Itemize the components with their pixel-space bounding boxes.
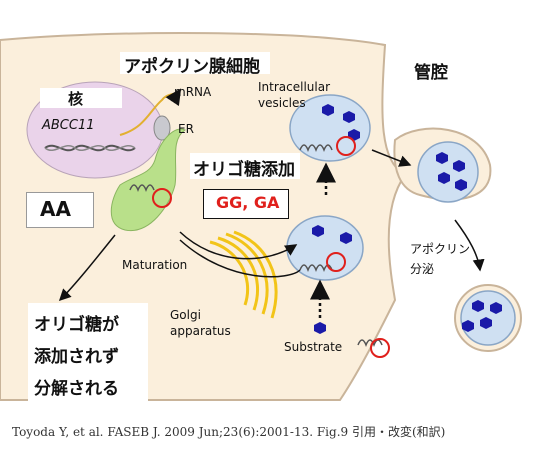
apocrine-secretion-label-1: アポクリン [410, 242, 471, 256]
apocrine-secretion-label-2: 分泌 [410, 262, 435, 276]
vesicle-lumen-1 [417, 141, 479, 203]
genotype-aa-box [26, 192, 94, 228]
citation: Toyoda Y, et al. FASEB J. 2009 Jun;23(6)… [12, 425, 446, 439]
no-glyco-label-3: 分解される [34, 379, 119, 399]
golgi-label-2: apparatus [170, 324, 231, 338]
golgi-label-1: Golgi [170, 308, 201, 322]
vesicles-label-1: Intracellular [258, 80, 331, 94]
no-glyco-label-2: 添加されず [34, 347, 119, 367]
golgi-to-vesicle-arrow [179, 239, 301, 278]
ribosome [153, 115, 171, 141]
substrate-label: Substrate [284, 340, 343, 354]
vesicle-to-lumen-arrow [371, 149, 412, 167]
mrna-label: mRNA [174, 85, 212, 99]
genotype-gg-ga-label: GG, GA [216, 193, 280, 212]
dna-strand-2 [44, 145, 136, 151]
cell-title-bg [120, 52, 270, 74]
golgi-apparatus [209, 230, 278, 319]
degradation-arrow [58, 234, 116, 302]
mrna-strand [119, 88, 182, 136]
vesicles-label-2: vesicles [258, 96, 306, 110]
gene-label: ABCC11 [42, 118, 95, 133]
maturation-label: Maturation [122, 258, 188, 272]
er-label: ER [178, 122, 194, 136]
nucleus-label-bg [40, 88, 122, 108]
cargo-hexagons [312, 104, 502, 334]
glyco-added-label: オリゴ糖添加 [193, 160, 295, 180]
genotype-aa-label: AA [40, 197, 71, 221]
maturation-arrow [179, 231, 298, 260]
cell-title: アポクリン腺細胞 [124, 57, 260, 77]
genotype-gg-ga-box [203, 189, 289, 219]
glyco-added-bg [190, 153, 300, 179]
er-organelle [110, 128, 186, 231]
no-glyco-label-1: オリゴ糖が [34, 315, 119, 335]
glycosylation-markers [152, 136, 390, 358]
lumen-label: 管腔 [414, 63, 448, 83]
nucleus-label: 核 [68, 90, 84, 108]
no-glyco-bg [28, 303, 148, 401]
secretion-arrow [454, 219, 485, 272]
